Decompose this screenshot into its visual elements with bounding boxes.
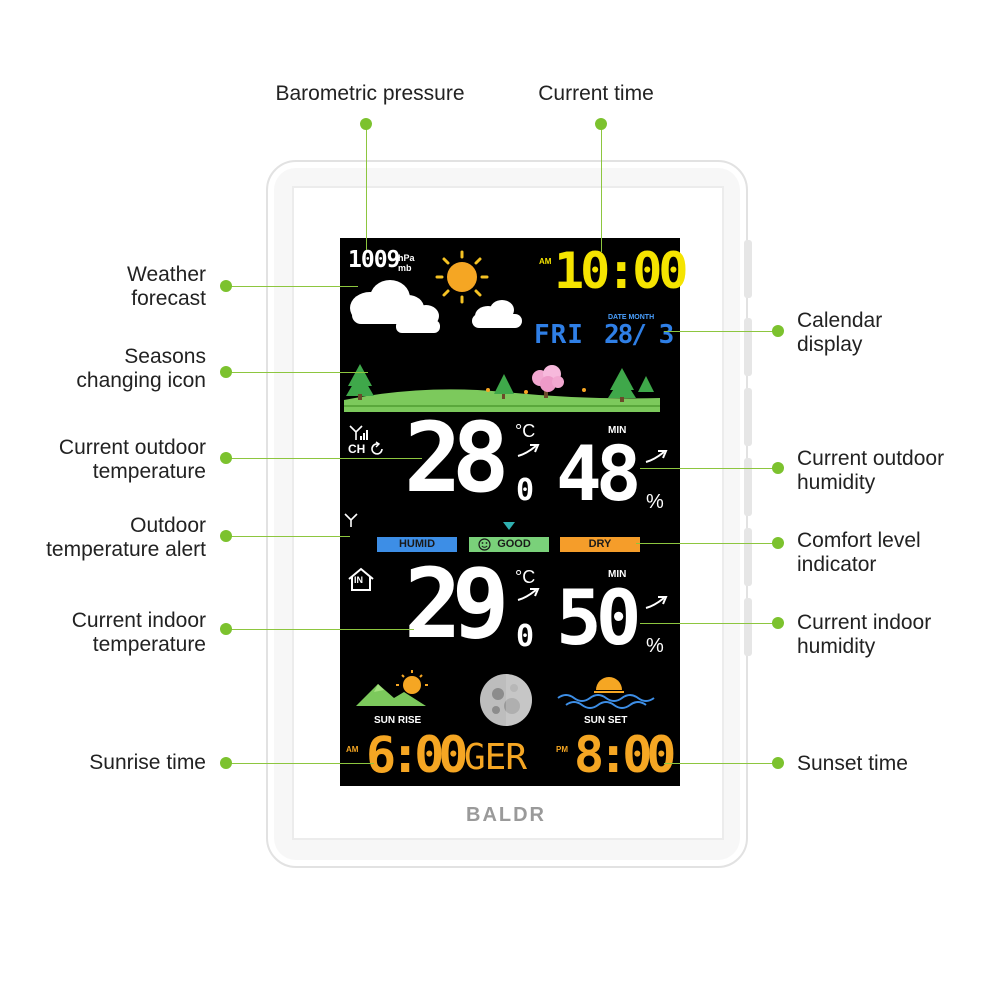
trend-arrow-icon — [517, 444, 540, 457]
sunrise-ampm: AM — [346, 745, 359, 754]
side-button[interactable] — [744, 458, 752, 516]
annotation-dot — [360, 118, 372, 130]
side-button[interactable] — [744, 240, 752, 298]
trend-arrow-icon — [645, 450, 668, 463]
label-outdoor-alert: Outdoor temperature alert — [46, 514, 206, 561]
annotation-dot — [772, 617, 784, 629]
sunset-icon — [557, 677, 655, 709]
temperature-alert-icon — [344, 513, 358, 527]
annotation-dot — [772, 757, 784, 769]
annotation-dot — [220, 623, 232, 635]
leader-line — [226, 458, 422, 459]
label-indoor-temperature: Current indoor temperature — [71, 609, 206, 656]
leader-line — [601, 124, 602, 252]
sunrise-icon — [356, 670, 428, 706]
leader-line — [664, 331, 778, 332]
label-seasons-icon: Seasons changing icon — [76, 345, 206, 392]
date-month-labels: DATE MONTH — [608, 314, 655, 321]
side-button[interactable] — [744, 388, 752, 446]
seasons-icon — [344, 364, 660, 412]
annotation-dot — [220, 280, 232, 292]
outdoor-humidity-value: 48 — [556, 429, 641, 518]
annotation-dot — [595, 118, 607, 130]
channel-label: CH — [348, 442, 366, 456]
comfort-dry-badge: DRY — [560, 537, 640, 552]
sunset-time-value: 8:00 — [574, 726, 676, 784]
label-calendar-display: Calendar display — [797, 309, 883, 356]
trend-arrow-icon — [645, 596, 668, 609]
outdoor-humidity-percent: % — [646, 491, 664, 513]
label-sunset-time: Sunset time — [797, 752, 908, 775]
annotation-dot — [220, 452, 232, 464]
indoor-humidity-value: 50 — [556, 573, 641, 662]
sunrise-time-value: 6:00 — [366, 726, 468, 784]
annotation-dot — [772, 325, 784, 337]
outdoor-temp-decimal: 0 — [516, 473, 535, 508]
trend-arrow-icon — [517, 588, 540, 601]
signal-icon — [349, 425, 368, 440]
annotation-dot — [772, 537, 784, 549]
pressure-unit-hpa: hPa — [398, 253, 415, 263]
current-time-value: 10:00 — [554, 242, 689, 300]
leader-line — [226, 536, 350, 537]
calendar-date-value: 28/ 3 — [604, 320, 674, 350]
refresh-icon — [371, 441, 383, 455]
leader-line — [226, 372, 368, 373]
leader-line — [640, 623, 778, 624]
annotation-dot — [772, 462, 784, 474]
leader-line — [636, 543, 778, 544]
comfort-humid-badge: HUMID — [377, 537, 457, 552]
indoor-temp-decimal: 0 — [516, 619, 535, 654]
blossom-tree-icon — [532, 365, 564, 398]
side-button[interactable] — [744, 318, 752, 376]
sun-set-label: SUN SET — [584, 715, 628, 726]
leader-line — [640, 468, 778, 469]
leader-line — [226, 763, 374, 764]
side-button[interactable] — [744, 598, 752, 656]
side-button[interactable] — [744, 528, 752, 586]
leader-line — [664, 763, 778, 764]
leader-line — [226, 286, 358, 287]
time-ampm: AM — [539, 257, 552, 266]
language-value: GER — [464, 737, 527, 778]
moon-phase-icon — [480, 674, 532, 726]
label-sunrise-time: Sunrise time — [89, 751, 206, 774]
label-outdoor-humidity: Current outdoor humidity — [797, 447, 945, 494]
leader-line — [226, 629, 414, 630]
label-indoor-humidity: Current indoor humidity — [797, 611, 932, 658]
sun-icon — [435, 250, 489, 304]
outdoor-temp-unit: °C — [515, 421, 536, 441]
weekday-value: FRI — [534, 320, 584, 350]
weather-forecast-icon — [350, 250, 522, 333]
outdoor-humidity-min-label: MIN — [608, 425, 627, 436]
pressure-value: 1009 — [348, 247, 400, 273]
tree-icon — [346, 364, 374, 400]
indoor-humidity-percent: % — [646, 635, 664, 657]
sun-rise-label: SUN RISE — [374, 715, 422, 726]
label-comfort-level: Comfort level indicator — [797, 529, 921, 576]
indoor-home-icon — [348, 567, 374, 591]
annotation-dot — [220, 366, 232, 378]
smiley-icon — [478, 538, 491, 551]
brand-logo: BALDR — [466, 804, 546, 826]
annotation-dot — [220, 530, 232, 542]
annotation-dot — [220, 757, 232, 769]
comfort-pointer-icon — [503, 522, 515, 530]
label-current-time: Current time — [538, 82, 654, 105]
indoor-temp-unit: °C — [515, 567, 536, 587]
sunset-ampm: PM — [556, 745, 568, 754]
indoor-temp-value: 29 — [404, 548, 510, 660]
indoor-humidity-min-label: MIN — [608, 569, 627, 580]
label-outdoor-temperature: Current outdoor temperature — [58, 436, 206, 483]
label-barometric-pressure: Barometric pressure — [275, 82, 465, 105]
pressure-unit-mb: mb — [398, 263, 412, 273]
leader-line — [366, 124, 367, 250]
label-weather-forecast: Weather forecast — [127, 263, 206, 310]
indoor-tag: IN — [354, 575, 363, 585]
